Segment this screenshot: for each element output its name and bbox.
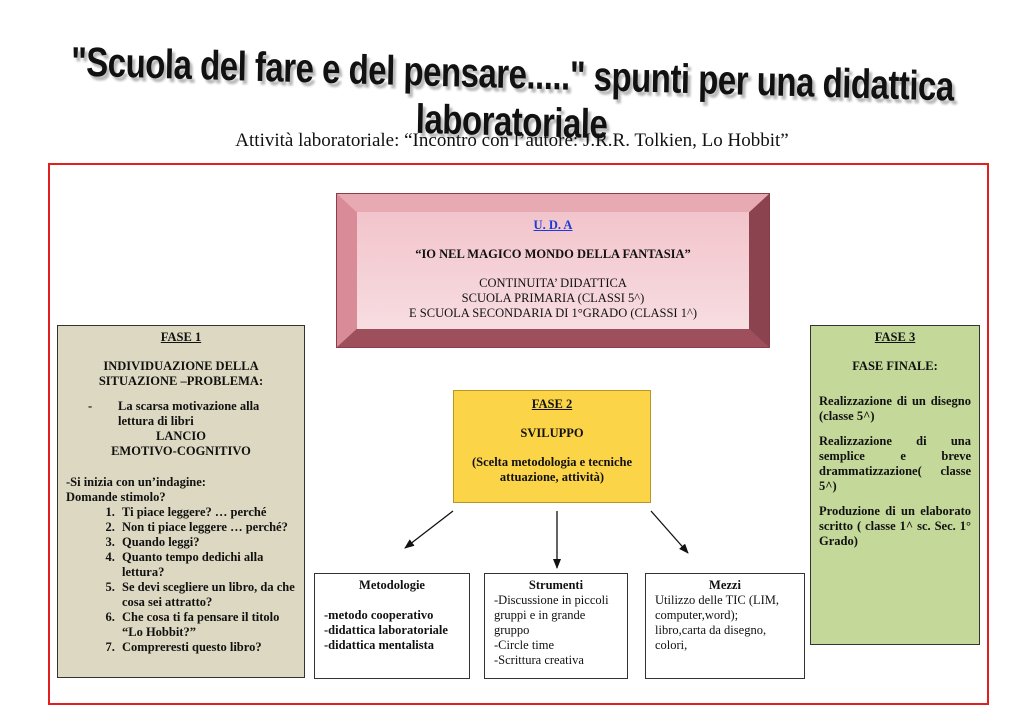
uda-inner: U. D. A “IO NEL MAGICO MONDO DELLA FANTA… <box>357 212 749 329</box>
uda-box: U. D. A “IO NEL MAGICO MONDO DELLA FANTA… <box>336 193 770 348</box>
uda-title: “IO NEL MAGICO MONDO DELLA FANTASIA” <box>415 247 691 261</box>
question-item: Quanto tempo dedichi alla lettura? <box>118 550 296 580</box>
question-item: Compreresti questo libro? <box>118 640 296 655</box>
metodologie-box: Metodologie -metodo cooperativo -didatti… <box>314 573 470 679</box>
fase3-box: FASE 3 FASE FINALE: Realizzazione di un … <box>810 325 980 645</box>
uda-line: CONTINUITA’ DIDATTICA <box>479 276 627 290</box>
question-item: Che cosa ti fa pensare il titolo “Lo Hob… <box>118 610 296 640</box>
fase1-title: FASE 1 <box>160 330 202 344</box>
bevel-right <box>749 194 769 347</box>
fase1-heading: INDIVIDUAZIONE DELLA SITUAZIONE –PROBLEM… <box>98 359 264 388</box>
mezzi-item: Utilizzo delle TIC (LIM, computer,word); <box>655 593 780 622</box>
strumenti-title: Strumenti <box>528 578 584 592</box>
fase1-lancio: LANCIO <box>155 429 206 443</box>
mezzi-title: Mezzi <box>709 578 741 592</box>
fase3-item: Produzione di un elaborato scritto ( cla… <box>819 504 971 548</box>
fase1-dash-text: La scarsa motivazione alla lettura di li… <box>118 399 260 428</box>
question-item: Quando leggi? <box>118 535 296 550</box>
uda-line: E SCUOLA SECONDARIA DI 1°GRADO (CLASSI 1… <box>409 306 697 320</box>
uda-line: SCUOLA PRIMARIA (CLASSI 5^) <box>461 291 645 305</box>
uda-link[interactable]: U. D. A <box>533 218 573 232</box>
bevel-bottom <box>337 329 769 347</box>
mezzi-box: Mezzi Utilizzo delle TIC (LIM, computer,… <box>645 573 805 679</box>
strumenti-item: -Discussione in piccoli gruppi e in gran… <box>494 593 609 637</box>
fase3-item: Realizzazione di un disegno (classe 5^) <box>819 394 971 423</box>
strumenti-item: -Scrittura creativa <box>494 653 584 667</box>
question-item: Ti piace leggere? … perché <box>118 505 296 520</box>
fase1-box: FASE 1 INDIVIDUAZIONE DELLA SITUAZIONE –… <box>57 325 305 678</box>
metodologie-title: Metodologie <box>359 578 425 592</box>
question-item: Non ti piace leggere … perché? <box>118 520 296 535</box>
fase2-heading: SVILUPPO <box>520 426 584 440</box>
subtitle: Attività laboratoriale: “Incontro con l’… <box>235 130 789 151</box>
fase2-text: (Scelta metodologia e tecniche attuazion… <box>471 455 633 484</box>
fase3-title: FASE 3 <box>874 330 916 344</box>
fase1-question-list: Ti piace leggere? … perché Non ti piace … <box>66 505 296 655</box>
bevel-top <box>337 194 769 212</box>
bevel-left <box>337 194 357 347</box>
strumenti-item: -Circle time <box>494 638 555 652</box>
metodologie-item: -didattica laboratoriale <box>324 623 448 637</box>
question-item: Se devi scegliere un libro, da che cosa … <box>118 580 296 610</box>
fase1-emotivo: EMOTIVO-COGNITIVO <box>111 444 251 458</box>
fase2-title: FASE 2 <box>531 397 573 411</box>
diagram-frame <box>48 163 989 705</box>
fase3-heading: FASE FINALE: <box>852 359 938 373</box>
strumenti-box: Strumenti -Discussione in piccoli gruppi… <box>484 573 628 679</box>
fase1-intro: -Si inizia con un’indagine: <box>66 475 206 489</box>
fase1-dash: - <box>88 399 93 413</box>
metodologie-item: -metodo cooperativo <box>324 608 434 622</box>
fase1-domande: Domande stimolo? <box>66 490 166 504</box>
fase2-box: FASE 2 SVILUPPO (Scelta metodologia e te… <box>453 390 651 503</box>
mezzi-item: libro,carta da disegno, colori, <box>655 623 767 652</box>
fase3-item: Realizzazione di una semplice e breve dr… <box>819 434 971 493</box>
metodologie-item: -didattica mentalista <box>324 638 435 652</box>
